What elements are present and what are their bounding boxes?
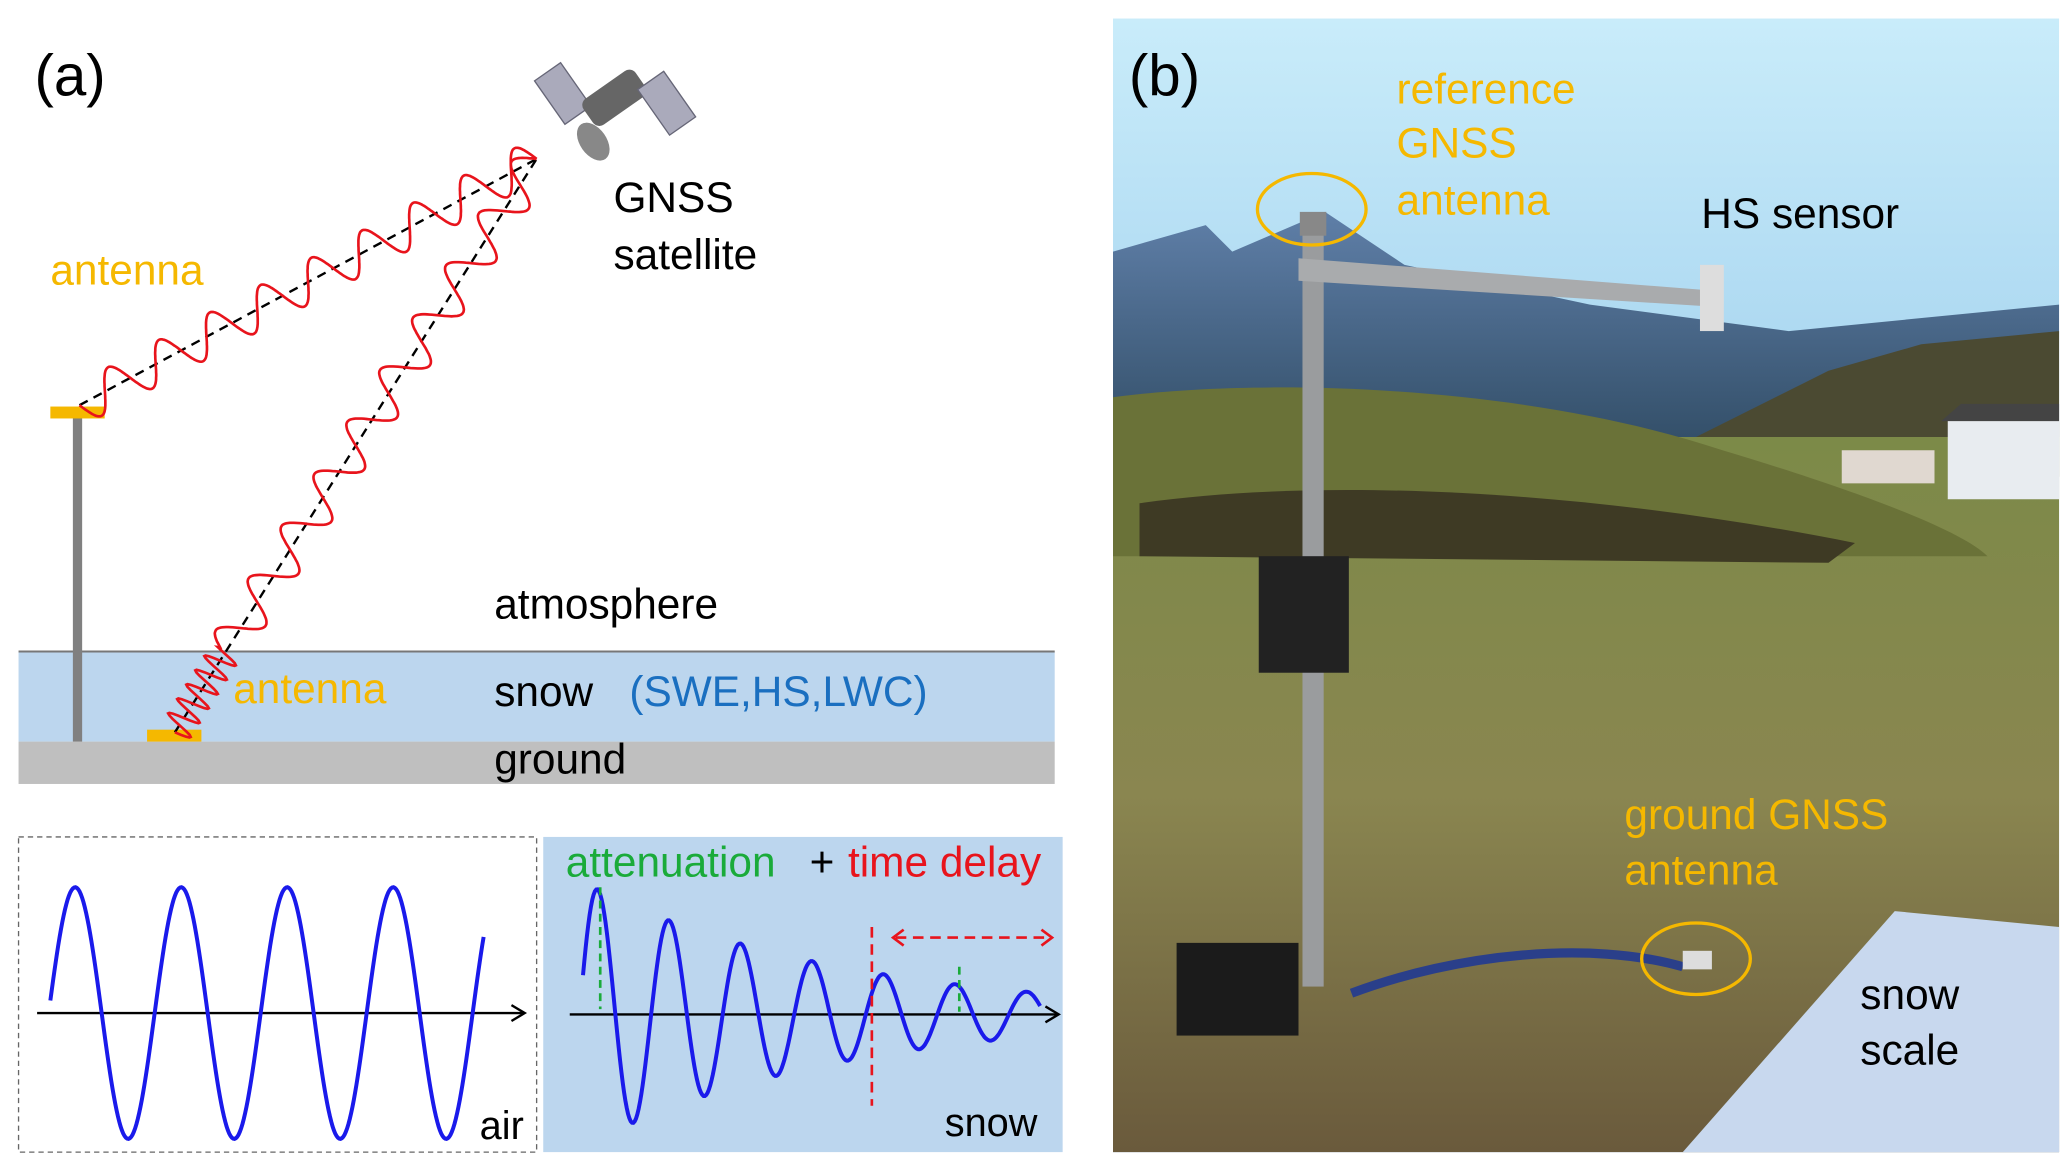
- signal-wave-lower: [166, 156, 537, 739]
- time-delay-label: time delay: [848, 839, 1042, 886]
- ground-antenna-circle: [1640, 921, 1752, 997]
- arrow-icon: [1044, 1005, 1061, 1024]
- lower-antenna: [147, 729, 202, 742]
- panel-a-label: (a): [34, 43, 105, 108]
- air-label: air: [480, 1104, 524, 1148]
- snow-scale-label-1: snow: [1860, 971, 1959, 1018]
- arrow-icon: [510, 1004, 528, 1023]
- snow-wave-label: snow: [945, 1101, 1038, 1145]
- lower-antenna-label: antenna: [233, 665, 387, 712]
- satellite-label-2: satellite: [613, 231, 757, 278]
- antenna-pole: [72, 417, 83, 742]
- cable: [1349, 948, 1685, 998]
- satellite-icon: [533, 61, 697, 161]
- snow-scale-plate: [1682, 911, 2060, 1153]
- snow-wave-box: [543, 836, 1063, 1153]
- air-wave: [48, 885, 486, 1141]
- house: [1947, 417, 2060, 500]
- upper-antenna-label: antenna: [50, 247, 204, 294]
- logger-box: [1258, 556, 1349, 673]
- laptop: [1176, 942, 1299, 1036]
- plus-label: +: [810, 839, 835, 886]
- ground-label: ground: [494, 735, 626, 782]
- snow-layer: [18, 651, 1055, 742]
- ground-antenna-label-2: antenna: [1624, 847, 1778, 894]
- hs-sensor-label: HS sensor: [1701, 190, 1899, 237]
- snow-label: snow: [494, 668, 593, 715]
- signal-wave-upper: [78, 146, 538, 418]
- attenuation-label: attenuation: [566, 839, 776, 886]
- panel-a: (a) GNSS satellite antenna atmosphere an…: [17, 43, 1063, 1153]
- air-wave-box: [17, 836, 538, 1153]
- reference-label-3: antenna: [1397, 177, 1551, 224]
- sensor-arm: [1298, 258, 1723, 308]
- atmosphere-label: atmosphere: [494, 580, 718, 627]
- reference-label-2: GNSS: [1397, 120, 1517, 167]
- reference-antenna-circle: [1255, 171, 1368, 247]
- snow-wave: [581, 887, 1042, 1125]
- ground-layer: [18, 741, 1055, 784]
- panel-b-label: (b): [1129, 43, 1200, 108]
- satellite-label-1: GNSS: [613, 174, 733, 221]
- panel-b-photo: (b) reference GNSS antenna HS sensor gro…: [1113, 18, 2060, 1153]
- upper-antenna: [50, 406, 105, 419]
- snow-scale-label-2: scale: [1860, 1027, 1959, 1074]
- reference-label-1: reference: [1397, 65, 1576, 112]
- ground-antenna-label-1: ground GNSS: [1624, 791, 1888, 838]
- snow-params-label: (SWE,HS,LWC): [629, 668, 927, 715]
